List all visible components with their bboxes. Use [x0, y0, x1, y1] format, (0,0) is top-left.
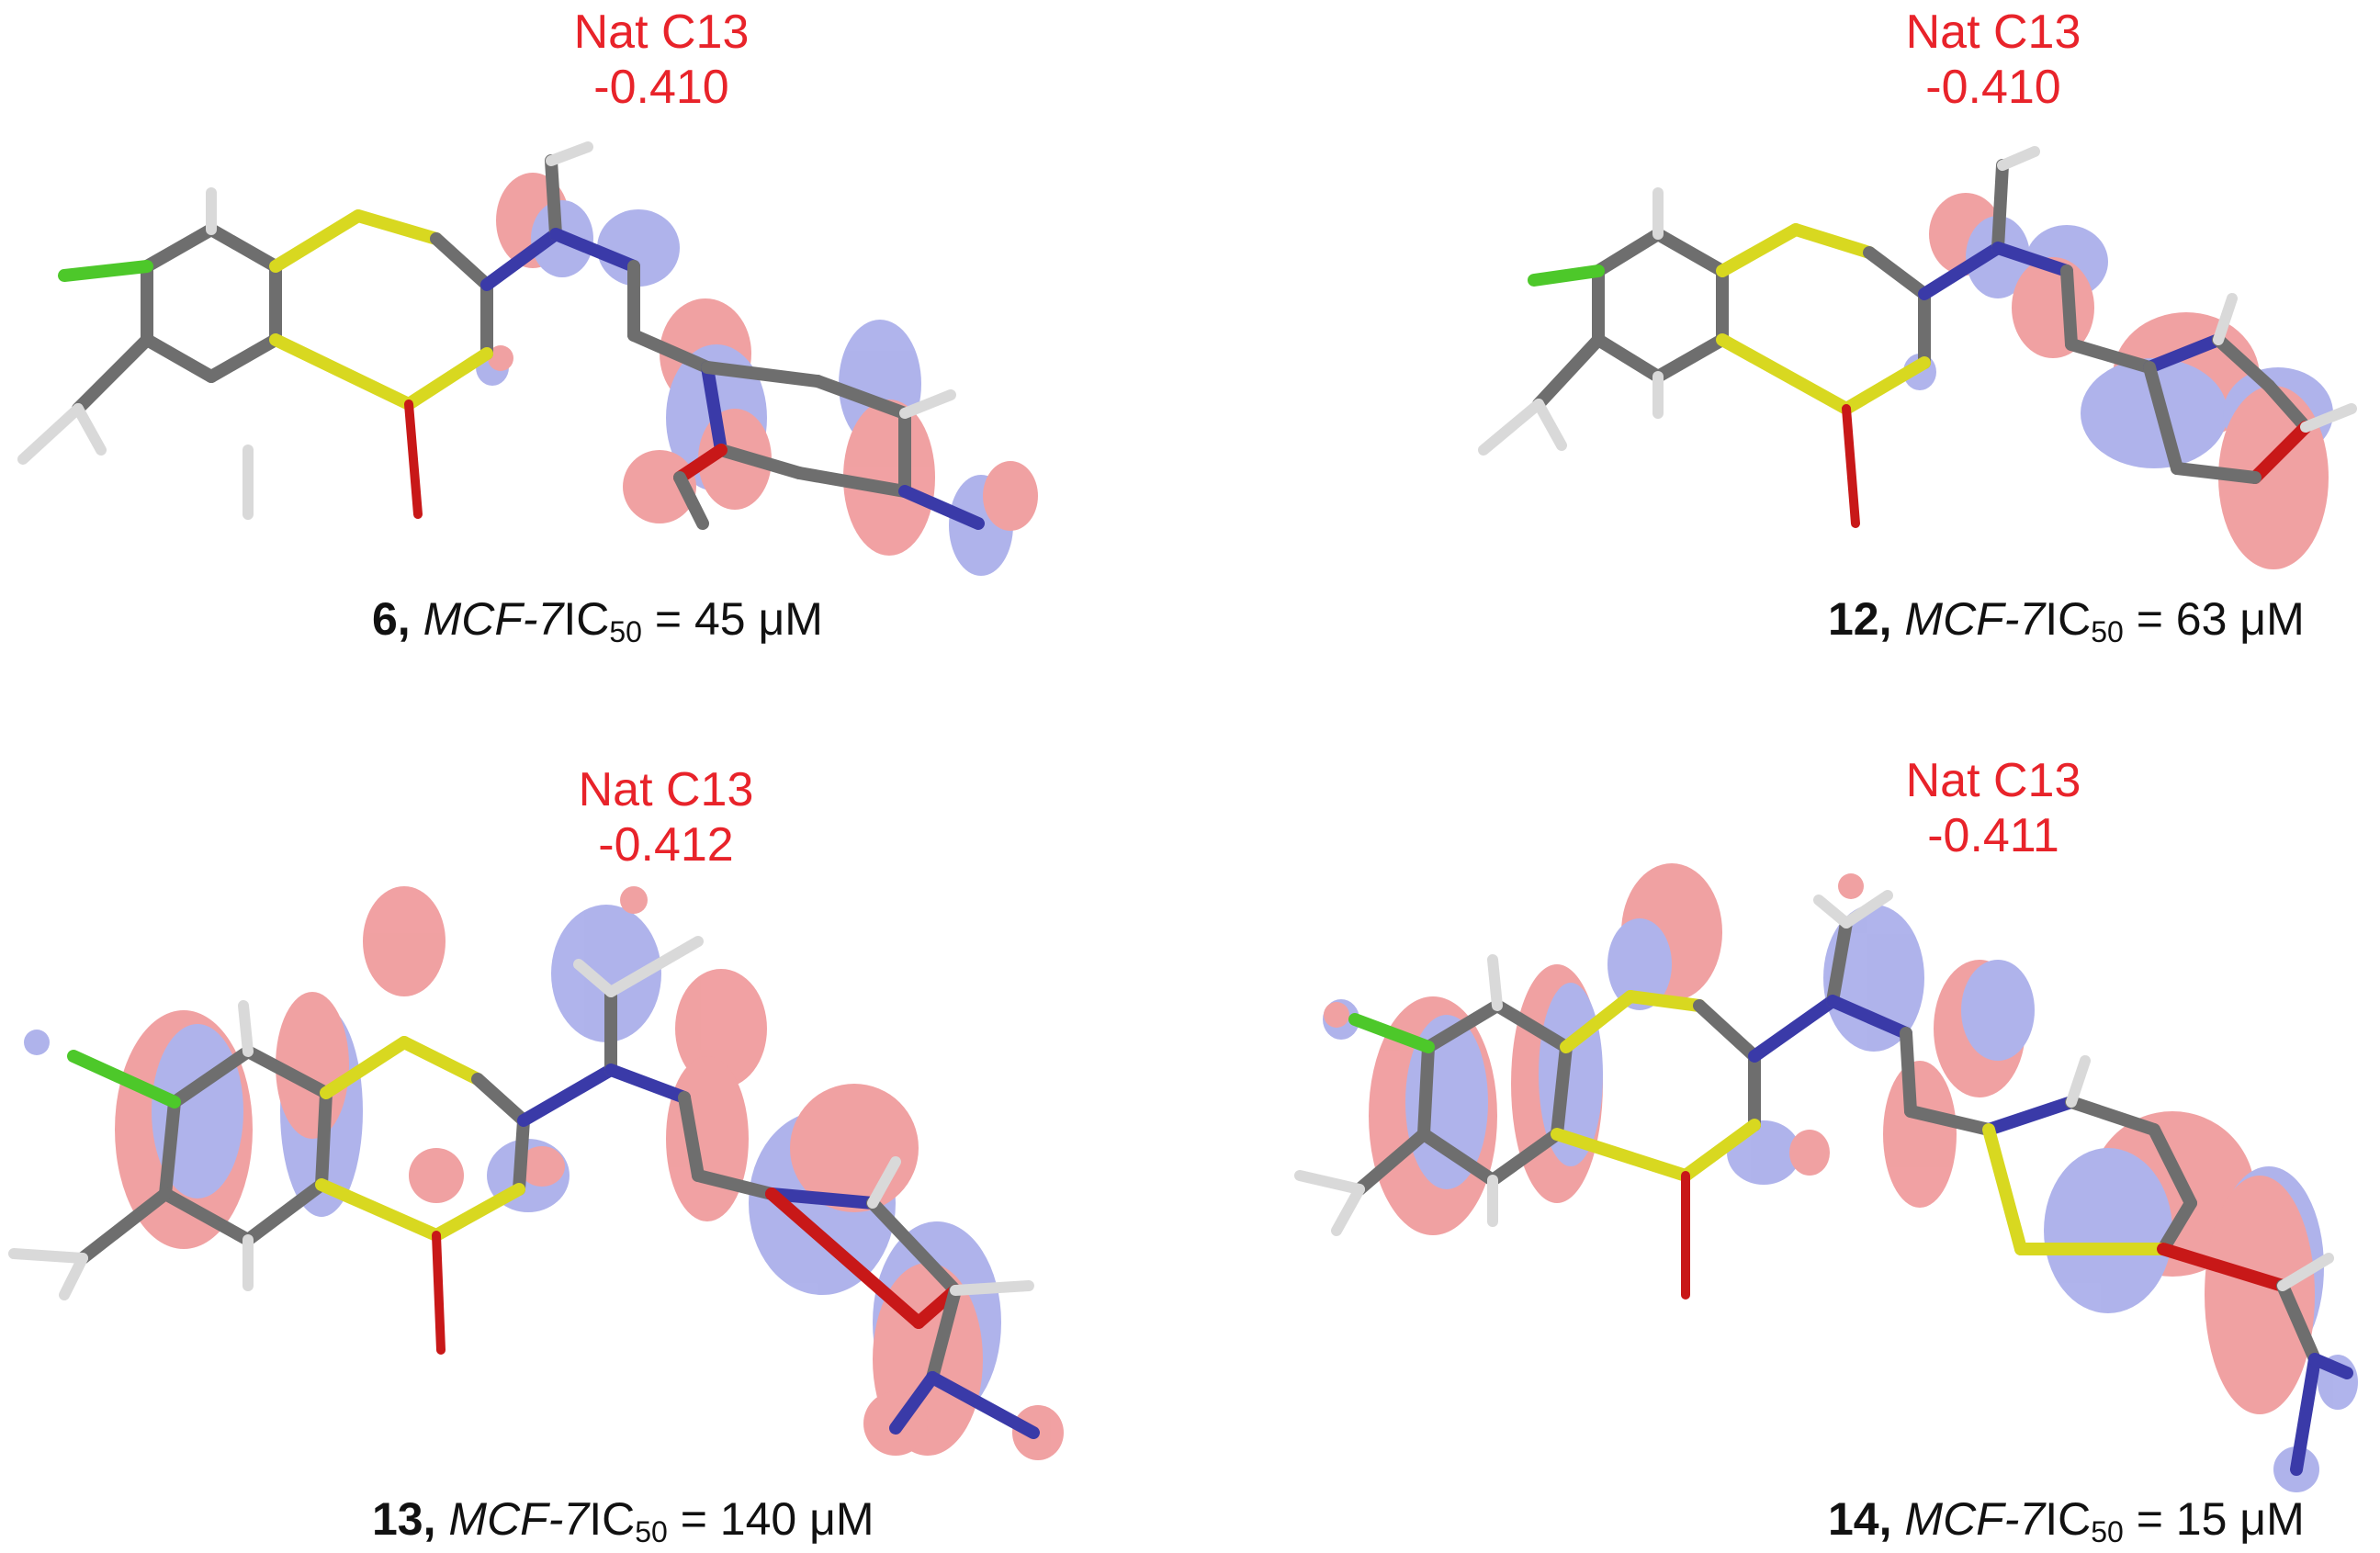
nat-label-13: Nat C13 -0.412: [491, 762, 840, 872]
ic-subscript-12: 50: [2091, 615, 2124, 648]
nat-label-14-value: -0.411: [1927, 809, 2059, 862]
ic-subscript-14: 50: [2091, 1515, 2124, 1548]
nat-label-14: Nat C13 -0.411: [1819, 753, 2168, 863]
molecule-14: [1294, 863, 2358, 1492]
cell-line-14: MCF-7: [1904, 1493, 2046, 1545]
bonds-6: [17, 141, 985, 530]
cell-line-12: MCF-7: [1904, 593, 2046, 645]
nat-label-6: Nat C13 -0.410: [487, 5, 836, 115]
molecule-12: [1478, 146, 2357, 569]
ic-value-13: = 140 μM: [680, 1493, 874, 1545]
cell-line-6: MCF-7: [423, 593, 564, 645]
bonds-14: [1294, 890, 2353, 1476]
orbital-lobes-13: [24, 886, 1064, 1460]
compound-number-12: 12,: [1828, 593, 1892, 645]
ic-label-6: IC: [563, 593, 610, 645]
caption-6: 6, MCF-7IC50 = 45 μM: [372, 592, 823, 649]
nat-label-6-title: Nat C13: [573, 6, 750, 59]
ic-value-6: = 45 μM: [654, 593, 823, 645]
orbital-lobes-14: [1323, 863, 2358, 1492]
compound-number-6: 6,: [372, 593, 411, 645]
nat-label-13-title: Nat C13: [578, 763, 754, 816]
nat-label-12-title: Nat C13: [1905, 6, 2081, 59]
cell-line-13: MCF-7: [448, 1493, 590, 1545]
ic-label-12: IC: [2045, 593, 2092, 645]
bonds-13: [8, 936, 1040, 1439]
ic-value-12: = 63 μM: [2136, 593, 2305, 645]
ic-label-14: IC: [2045, 1493, 2092, 1545]
ic-label-13: IC: [589, 1493, 636, 1545]
nat-label-13-value: -0.412: [598, 818, 734, 872]
nat-label-12: Nat C13 -0.410: [1819, 5, 2168, 115]
compound-number-13: 13,: [372, 1493, 436, 1545]
ic-subscript-13: 50: [635, 1515, 668, 1548]
compound-number-14: 14,: [1828, 1493, 1892, 1545]
nat-label-12-value: -0.410: [1925, 61, 2061, 114]
molecule-6: [17, 141, 1038, 576]
ic-subscript-6: 50: [609, 615, 642, 648]
caption-13: 13, MCF-7IC50 = 140 μM: [372, 1492, 874, 1549]
caption-14: 14, MCF-7IC50 = 15 μM: [1828, 1492, 2305, 1549]
ic-value-14: = 15 μM: [2136, 1493, 2305, 1545]
bonds-12: [1478, 146, 2357, 528]
nat-label-14-title: Nat C13: [1905, 754, 2081, 807]
caption-12: 12, MCF-7IC50 = 63 μM: [1828, 592, 2305, 649]
nat-label-6-value: -0.410: [593, 61, 729, 114]
molecule-13: [8, 886, 1064, 1460]
